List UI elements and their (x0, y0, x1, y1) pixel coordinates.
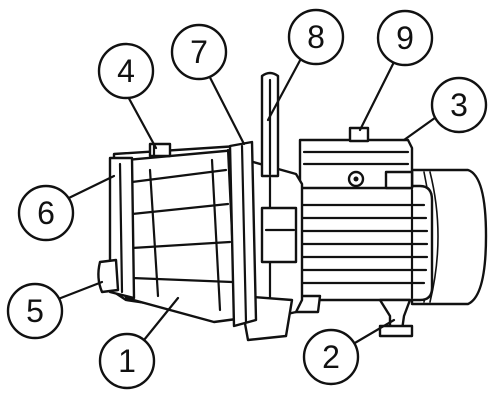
callout-9-label: 9 (396, 20, 414, 56)
callout-8: 8 (287, 8, 345, 66)
callout-1: 1 (98, 332, 156, 390)
callout-6-label: 6 (37, 195, 55, 231)
callout-4: 4 (97, 42, 155, 100)
callout-6: 6 (17, 184, 75, 242)
callout-9: 9 (376, 9, 434, 67)
callout-5: 5 (6, 282, 64, 340)
callout-4-label: 4 (117, 53, 135, 89)
callout-5-label: 5 (26, 293, 44, 329)
motor-body (284, 126, 488, 338)
callout-7-label: 7 (190, 34, 208, 70)
callout-8-label: 8 (307, 19, 325, 55)
callout-3: 3 (430, 76, 488, 134)
callout-2: 2 (302, 328, 360, 386)
callout-1-label: 1 (118, 343, 136, 379)
pump-casing (97, 140, 258, 328)
drain-plug (97, 258, 120, 294)
callout-2-label: 2 (322, 339, 340, 375)
callout-7: 7 (170, 23, 228, 81)
motor-bracket (238, 158, 304, 342)
callout-3-label: 3 (450, 87, 468, 123)
